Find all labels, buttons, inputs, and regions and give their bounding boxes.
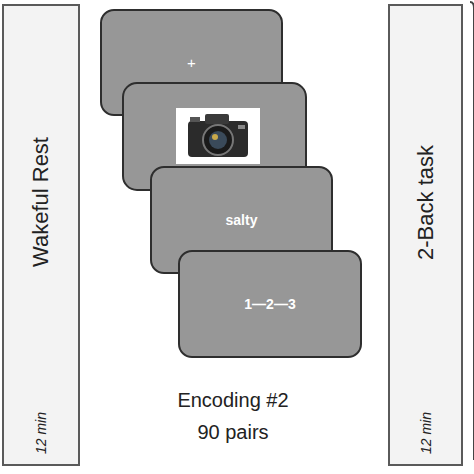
phase-title: Wakeful Rest [28, 137, 54, 267]
phase-title: 2-Back task [413, 145, 439, 260]
stimulus-text: 1—2—3 [244, 296, 295, 312]
stimulus-text: + [187, 54, 196, 71]
image-frame [176, 108, 260, 164]
phase-band: 2-Back task 12 min [388, 4, 463, 466]
phase-label: Encoding #2 [177, 389, 288, 412]
phase-band: Wakeful Rest 12 min [2, 4, 80, 466]
phase-label: 90 pairs [197, 421, 268, 444]
duration-label: 12 min [33, 412, 49, 454]
stimulus-text: salty [226, 212, 258, 228]
camera-icon [188, 114, 248, 157]
duration-label: 12 min [418, 412, 434, 454]
stimulus-screen: 1—2—3 [178, 250, 362, 358]
partial-box [470, 2, 474, 460]
